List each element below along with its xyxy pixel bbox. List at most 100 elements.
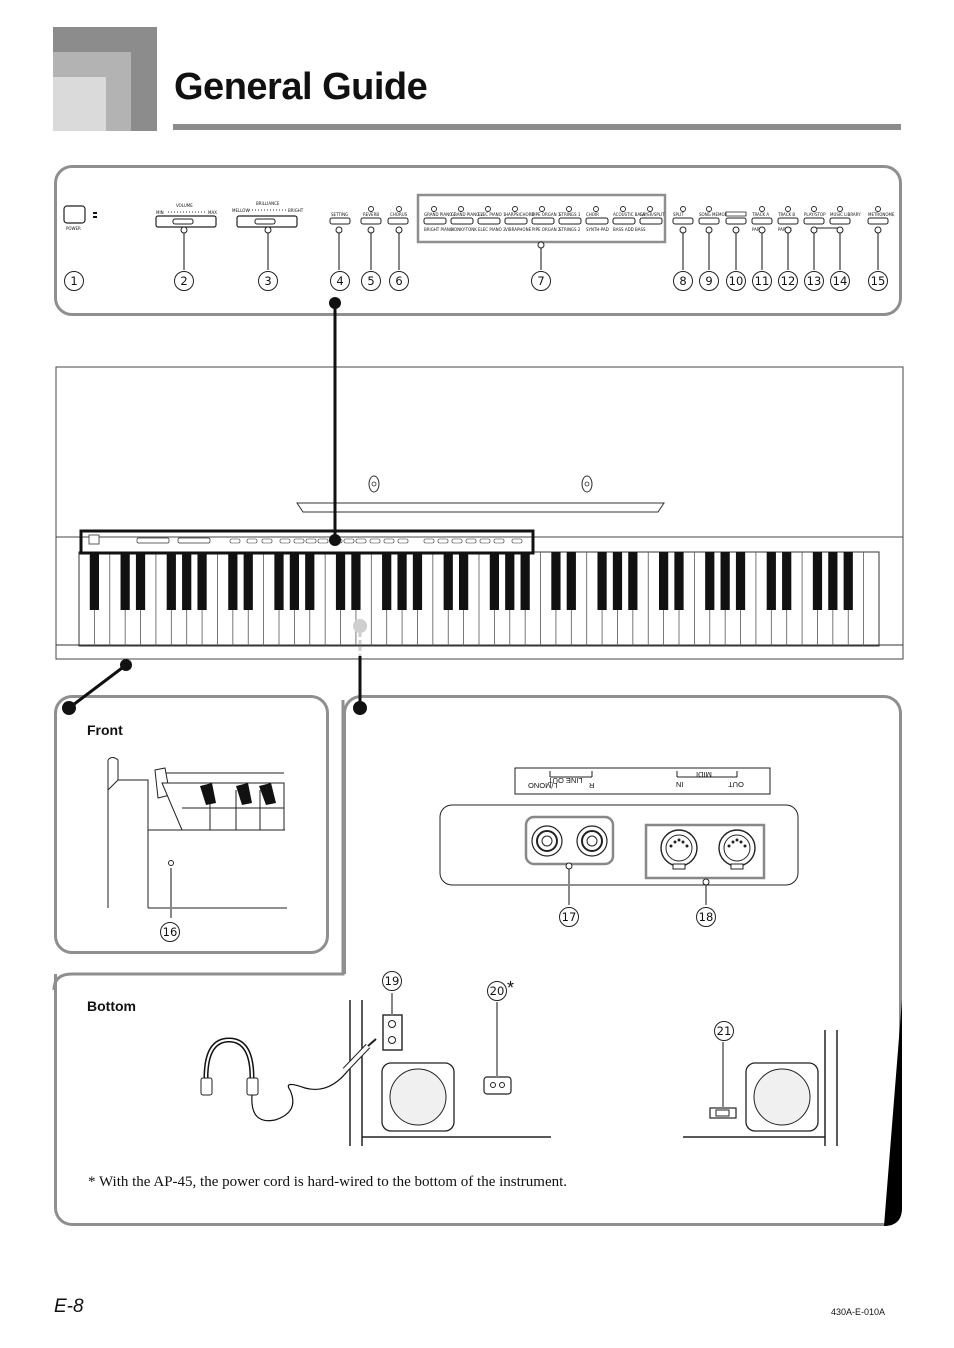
tone-button[interactable] [450, 217, 474, 225]
callout-number: 19 [382, 971, 402, 991]
tone-top-label: PIPE ORGAN 1 [532, 212, 561, 217]
midi-out-port[interactable] [718, 829, 756, 870]
jack-panel-illustration [439, 767, 799, 905]
right-button-label: SONG MEMORY [699, 212, 730, 217]
tone-button[interactable] [477, 217, 501, 225]
title-underline [173, 124, 901, 130]
headphones-icon [200, 1037, 377, 1122]
setting-label: SETTING [331, 212, 348, 217]
r-label: R [589, 781, 595, 790]
midi-out-label: OUT [728, 780, 744, 789]
header-decoration-light [53, 77, 106, 131]
pedal-connector[interactable] [709, 1107, 737, 1119]
doc-code: 430A-E-010A [831, 1307, 886, 1317]
right-buttons: SPLIT SONG MEMORY TRACK A TRACK B PLAY/STOP M… [672, 206, 895, 232]
page-number: E-8 [54, 1296, 84, 1317]
bottom-label: Bottom [87, 998, 136, 1014]
reverb-label: REVERB [363, 212, 379, 217]
volume-min-label: MIN [156, 210, 164, 215]
volume-label: VOLUME [176, 203, 193, 208]
tone-bottom-label: STRINGS 2 [559, 227, 581, 232]
right-button[interactable] [777, 217, 799, 225]
tone-button[interactable] [423, 217, 447, 225]
keyboard [56, 551, 903, 647]
callout-number: 5 [361, 271, 381, 291]
setting-button[interactable] [329, 217, 351, 225]
chorus-button[interactable] [387, 217, 409, 225]
tone-bottom-label: HONKY-TONK [451, 227, 477, 232]
footnote: * With the AP-45, the power cord is hard… [88, 1174, 568, 1190]
front-detail-illustration [107, 757, 287, 918]
right-button[interactable] [867, 217, 889, 225]
callout-number: 15 [868, 271, 888, 291]
l-mono-label: L/MONO [528, 781, 558, 790]
right-button-label: MUSIC LIBRARY [830, 212, 861, 217]
front-label: Front [87, 722, 123, 738]
tone-button[interactable] [504, 217, 528, 225]
right-button[interactable] [672, 217, 694, 225]
bottom-detail-illustration [200, 993, 838, 1146]
right-button[interactable] [803, 217, 825, 225]
console-highlight-box [79, 529, 535, 555]
tone-top-label: HARPSICHORD [505, 212, 534, 217]
right-button[interactable] [725, 217, 747, 225]
tone-button[interactable] [585, 217, 609, 225]
tone-bottom-label: ELEC PIANO 2 [478, 227, 506, 232]
callout-number: 17 [559, 907, 579, 927]
callout-number: 4 [330, 271, 350, 291]
tone-button[interactable] [558, 217, 582, 225]
tone-button[interactable] [612, 217, 636, 225]
midi-label: MIDI [696, 770, 712, 779]
callout-number: 8 [673, 271, 693, 291]
tone-bottom-label: VIBRAPHONE [505, 227, 532, 232]
tone-button[interactable] [639, 217, 663, 225]
tone-bottom-label: BRIGHT PIANO [424, 227, 453, 232]
tone-bottom-label: PIPE ORGAN 2 [532, 227, 561, 232]
callout-number: 9 [699, 271, 719, 291]
right-button-label: TRACK B [777, 212, 795, 217]
chorus-label: CHORUS [390, 212, 408, 217]
tone-top-label: STRINGS 1 [559, 212, 581, 217]
tone-top-label: CHOIR [586, 212, 599, 217]
right-button[interactable] [698, 217, 720, 225]
callout-number: 21 [714, 1021, 734, 1041]
tone-top-label: GRAND PIANO 1 [424, 212, 457, 217]
tone-top-label: LAYER/SPLIT [640, 212, 665, 217]
right-button[interactable] [751, 217, 773, 225]
tone-bottom-label: SYNTH-PAD [586, 227, 609, 232]
callout-number: 6 [389, 271, 409, 291]
callout-number: 18 [696, 907, 716, 927]
midi-in-port[interactable] [660, 829, 698, 870]
tone-top-label: ELEC PIANO 1 [478, 212, 506, 217]
line-out-r-jack[interactable] [576, 825, 608, 857]
right-button-label: SPLIT [673, 212, 684, 217]
reverb-button[interactable] [360, 217, 382, 225]
callout-number: 3 [258, 271, 278, 291]
tone-top-label: ACOUSTIC BASS [613, 212, 646, 217]
ac-inlet[interactable] [483, 1076, 512, 1095]
callout-number: 11 [752, 271, 772, 291]
page-title: General Guide [174, 66, 428, 108]
volume-max-label: MAX [208, 210, 217, 215]
brilliance-label: BRILLIANCE [256, 201, 280, 206]
callout-number: 13 [804, 271, 824, 291]
right-button-label: TRACK A [751, 212, 769, 217]
callout-number: 16 [160, 922, 180, 942]
callout-number: 10 [726, 271, 746, 291]
asterisk-mark: * [507, 978, 515, 998]
tone-bottom-label: BASS ADD BASS [613, 227, 646, 232]
tone-button[interactable] [531, 217, 555, 225]
line-out-l-jack[interactable] [531, 825, 563, 857]
right-button[interactable] [829, 217, 851, 225]
music-rest [296, 502, 665, 513]
headphone-jack-front[interactable] [168, 860, 174, 866]
right-button-label: METRONOME [868, 212, 895, 217]
bottom-headphone-jacks[interactable] [382, 1014, 403, 1051]
power-label: POWER [66, 226, 81, 231]
right-button-label: PLAY/STOP [804, 212, 826, 217]
midi-in-label: IN [676, 780, 684, 789]
callout-number: 1 [64, 271, 84, 291]
callout-number: 2 [174, 271, 194, 291]
